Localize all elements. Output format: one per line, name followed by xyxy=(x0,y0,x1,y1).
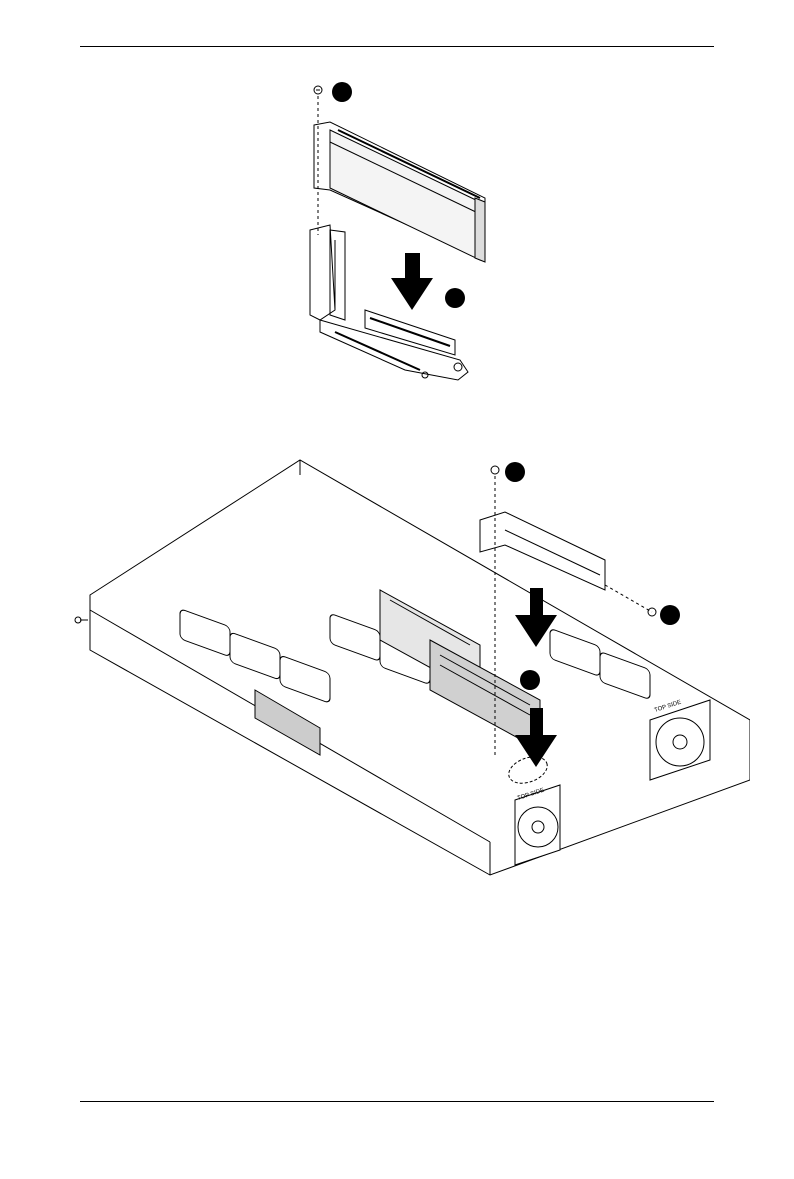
pcie-card xyxy=(314,122,485,262)
dimm-area xyxy=(380,590,540,750)
callout-badge-2 xyxy=(660,605,680,625)
callout-badge-3 xyxy=(520,670,540,690)
side-vent xyxy=(255,690,320,755)
screw-icon xyxy=(491,466,499,474)
top-rule xyxy=(80,46,714,47)
riser-card-diagram xyxy=(290,70,510,400)
insert-arrow-icon xyxy=(391,253,433,310)
bottom-rule xyxy=(80,1101,714,1102)
screw-icon xyxy=(314,86,322,94)
chassis-outline xyxy=(75,460,750,875)
down-arrow-upper-icon xyxy=(515,588,557,647)
callout-badge-1 xyxy=(505,462,525,482)
callout-badge-1 xyxy=(332,82,352,102)
callout-badge-2 xyxy=(445,288,465,308)
connector-highlight xyxy=(505,752,551,788)
chassis-diagram: TOP SIDE TOP SIDE xyxy=(60,450,750,900)
riser-bracket xyxy=(310,225,468,380)
